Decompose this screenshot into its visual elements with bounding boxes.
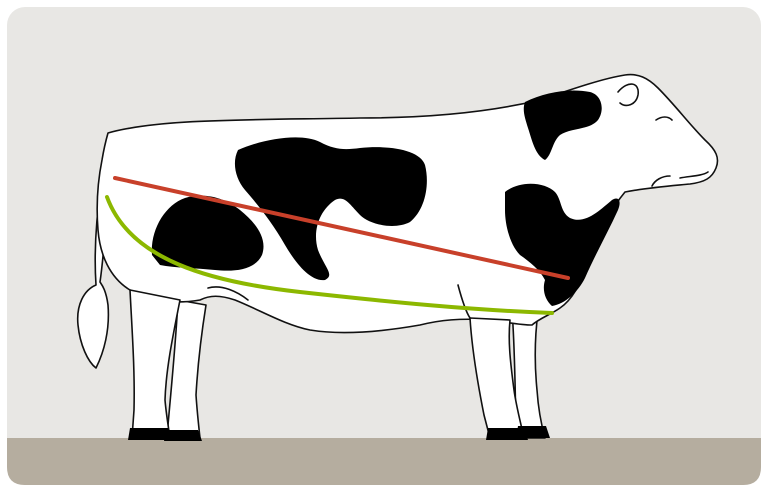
- ground: [7, 438, 761, 485]
- cow-hoof: [164, 430, 202, 441]
- cow-hoof: [516, 426, 550, 438]
